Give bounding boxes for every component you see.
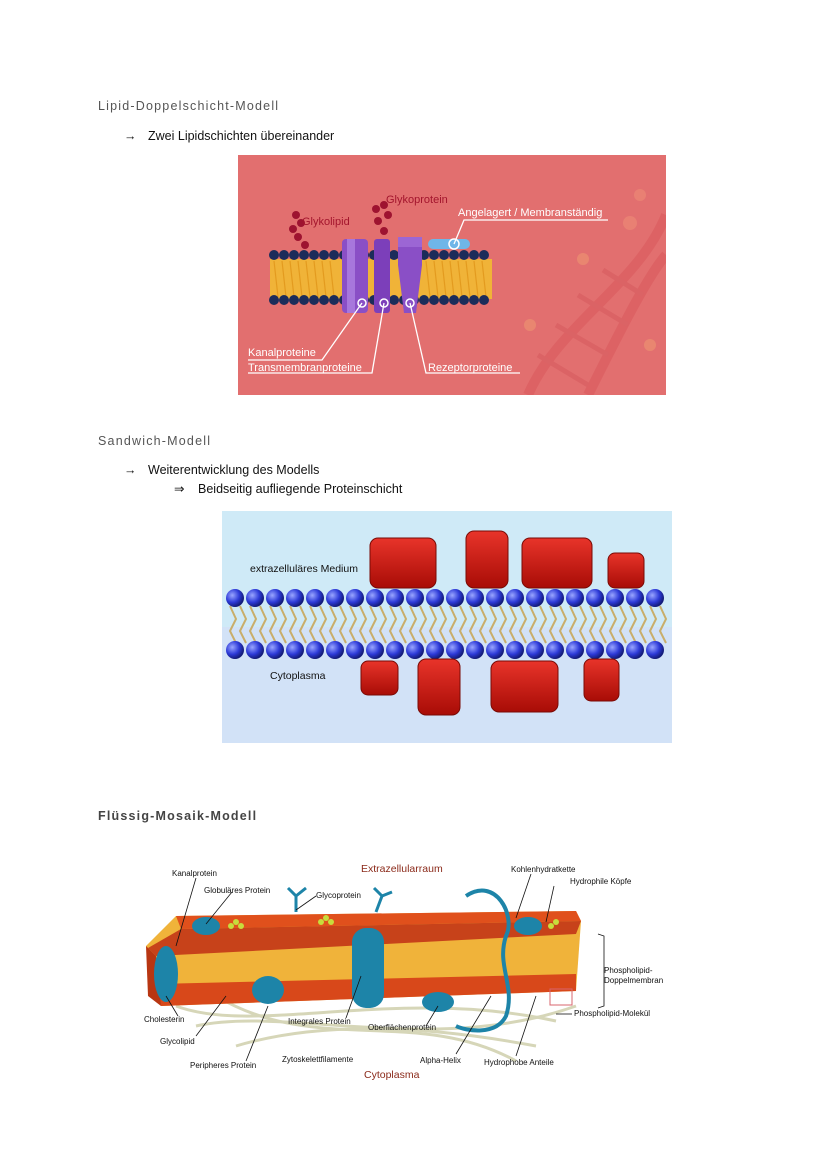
label-kohlenhydratkette: Kohlenhydratkette xyxy=(511,865,576,874)
sugar-chains xyxy=(289,201,392,249)
alpha-helix xyxy=(455,888,511,1033)
sandwich-model-bullet: → Weiterentwicklung des Modells xyxy=(124,463,319,477)
label-phospholipid-molekuel: Phospholipid-Molekül xyxy=(574,1009,650,1018)
label-integrales-protein: Integrales Protein xyxy=(288,1017,351,1026)
label-phospholipid-doppelmembran-2: Doppelmembran xyxy=(604,976,663,985)
sandwich-subbullet-text: Beidseitig aufliegende Proteinschicht xyxy=(198,482,403,496)
protein-layers xyxy=(360,530,645,716)
sandwich-bullet-text: Weiterentwicklung des Modells xyxy=(148,463,320,477)
label-glycolipid: Glycolipid xyxy=(160,1037,195,1046)
label-oberflaechenprotein: Oberflächenprotein xyxy=(368,1023,436,1032)
label-peripheres-protein: Peripheres Protein xyxy=(190,1061,256,1070)
fluid-mosaic-heading: Flüssig-Mosaik-Modell xyxy=(98,809,258,823)
label-cholesterin: Cholesterin xyxy=(144,1015,184,1024)
phospholipid-heads xyxy=(226,589,664,659)
label-globulaeres-protein: Globuläres Protein xyxy=(204,886,270,895)
label-glykoprotein: Glykoprotein xyxy=(386,194,448,206)
lipid-tails xyxy=(228,605,668,644)
label-kanalproteine: Kanalproteine xyxy=(248,347,316,359)
label-zytoskelettfilamente: Zytoskelettfilamente xyxy=(282,1055,354,1064)
label-glykolipid: Glykolipid xyxy=(302,216,350,228)
dna-helix-decoration xyxy=(523,189,666,395)
label-cytoplasma: Cytoplasma xyxy=(270,670,326,682)
label-alpha-helix: Alpha-Helix xyxy=(420,1056,461,1065)
label-phospholipid-doppelmembran-1: Phospholipid- xyxy=(604,966,653,975)
arrow-icon: → xyxy=(124,463,137,477)
lipid-bilayer-figure: Glykolipid Glykoprotein Angelagert / Mem… xyxy=(238,155,666,395)
sandwich-model-heading: Sandwich-Modell xyxy=(98,434,212,448)
fluid-mosaic-figure: Extrazellularraum Cytoplasma Kanalprotei… xyxy=(144,863,663,1081)
membrane-proteins xyxy=(342,237,470,313)
callout-lines xyxy=(248,219,608,374)
label-transmembranproteine: Transmembranproteine xyxy=(248,362,362,374)
double-arrow-icon: ⇒ xyxy=(174,482,185,496)
lipid-bullet-text: Zwei Lipidschichten übereinander xyxy=(148,129,335,143)
sandwich-model-figure: extrazelluläres Medium Cytoplasma xyxy=(222,511,672,743)
membrane-proteins xyxy=(154,917,542,1012)
arrow-icon: → xyxy=(124,129,137,143)
carbohydrate-chains xyxy=(286,886,393,913)
lipid-model-heading: Lipid-Doppelschicht-Modell xyxy=(98,99,280,113)
label-angelagert: Angelagert / Membranständig xyxy=(458,207,602,219)
leader-lines xyxy=(165,873,605,1062)
cytoskeleton-filaments xyxy=(175,994,577,1063)
label-cytoplasma-mosaik: Cytoplasma xyxy=(364,1069,420,1081)
sandwich-model-subbullet: ⇒ Beidseitig aufliegende Proteinschicht xyxy=(174,481,402,496)
label-rezeptorproteine: Rezeptorproteine xyxy=(428,362,512,374)
label-hydrophobe-anteile: Hydrophobe Anteile xyxy=(484,1058,554,1067)
label-kanalprotein: Kanalprotein xyxy=(172,869,217,878)
label-glycoprotein: Glycoprotein xyxy=(316,891,361,900)
label-extrazellulaeres-medium: extrazelluläres Medium xyxy=(250,563,358,575)
label-hydrophile-koepfe: Hydrophile Köpfe xyxy=(570,877,632,886)
glycolipid-sugars xyxy=(228,915,559,929)
lipid-model-bullet: → Zwei Lipidschichten übereinander xyxy=(124,129,334,143)
label-extrazellularraum: Extrazellularraum xyxy=(361,863,443,875)
